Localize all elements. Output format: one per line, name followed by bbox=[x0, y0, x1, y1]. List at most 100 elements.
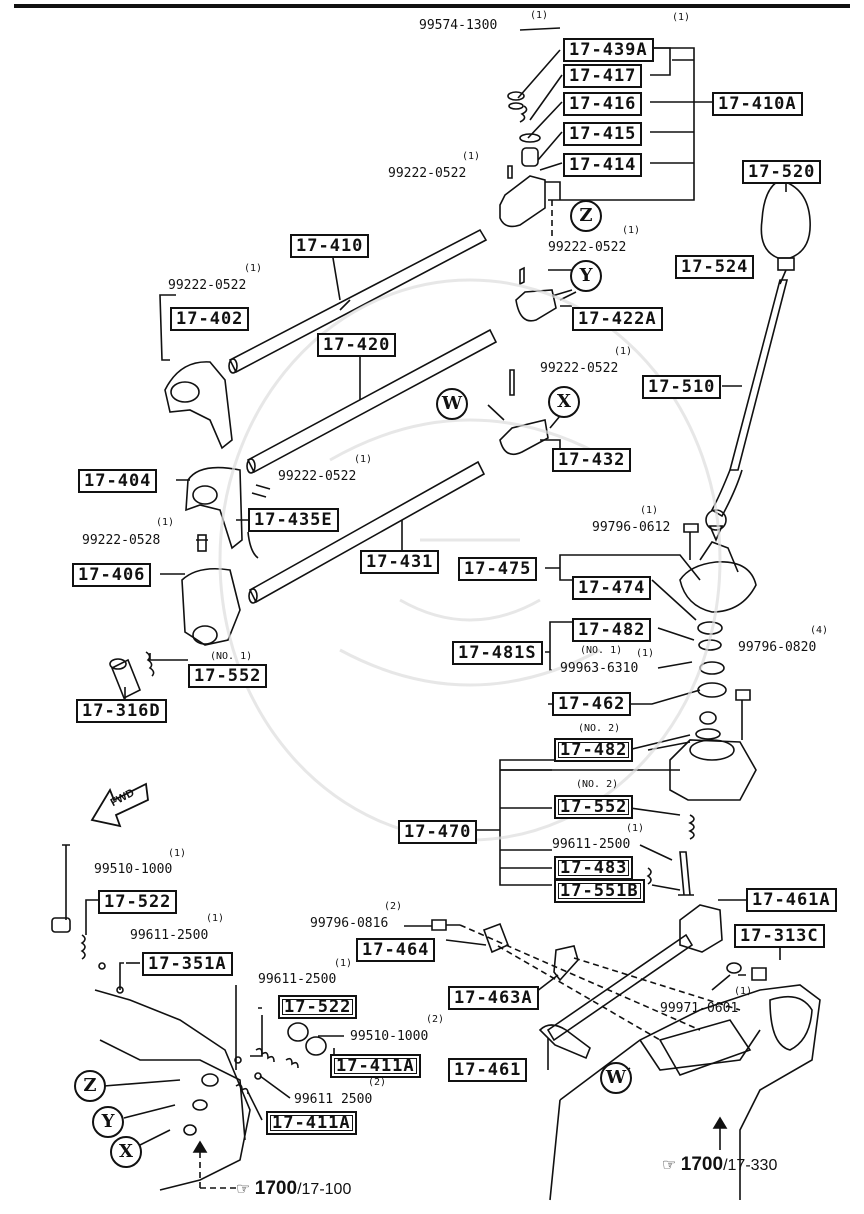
label-17-470[interactable]: 17-470 bbox=[398, 820, 478, 844]
qty-99971-0601: (1) bbox=[734, 986, 753, 997]
qty-99222-0528: (1) bbox=[156, 517, 175, 528]
qty-99611-2500-c: (1) bbox=[334, 958, 353, 969]
part-99510-1000-a[interactable]: 99510-1000 bbox=[94, 862, 173, 877]
label-17-482-a[interactable]: 17-482 bbox=[572, 618, 652, 642]
marker-w-top: W bbox=[436, 388, 468, 420]
qty-99574-1300: (1) bbox=[530, 10, 549, 21]
label-17-411A-a[interactable]: 17-411A bbox=[330, 1054, 421, 1078]
marker-z-top: Z bbox=[570, 200, 602, 232]
qty-99796-0816: (2) bbox=[384, 901, 403, 912]
label-17-435E[interactable]: 17-435E bbox=[248, 508, 339, 532]
qty-99510-1000-b: (2) bbox=[426, 1014, 445, 1025]
reference-right-section: 1700 bbox=[680, 1154, 724, 1175]
qty-99222-0522-d: (1) bbox=[614, 346, 633, 357]
qty-99796-0820: (4) bbox=[810, 625, 829, 636]
label-17-510[interactable]: 17-510 bbox=[642, 375, 722, 399]
label-17-520[interactable]: 17-520 bbox=[742, 160, 822, 184]
label-17-414[interactable]: 17-414 bbox=[563, 153, 643, 177]
label-17-463A[interactable]: 17-463A bbox=[448, 986, 539, 1010]
label-17-439A[interactable]: 17-439A bbox=[563, 38, 654, 62]
label-17-464[interactable]: 17-464 bbox=[356, 938, 436, 962]
reference-right-page: /17-330 bbox=[723, 1157, 778, 1174]
no2-17-552: (NO. 2) bbox=[576, 779, 619, 790]
marker-y-top: Y bbox=[570, 260, 602, 292]
label-17-416[interactable]: 17-416 bbox=[563, 92, 643, 116]
reference-left-section: 1700 bbox=[254, 1178, 298, 1199]
qty-99611-2500-a: (1) bbox=[626, 823, 645, 834]
marker-w-bottom: W bbox=[600, 1062, 632, 1094]
qty-17-439A: (1) bbox=[672, 12, 691, 23]
part-99611-2500-a[interactable]: 99611-2500 bbox=[552, 837, 631, 852]
label-17-461A[interactable]: 17-461A bbox=[746, 888, 837, 912]
qty-99222-0522-a: (1) bbox=[462, 151, 481, 162]
label-17-410A[interactable]: 17-410A bbox=[712, 92, 803, 116]
part-99611-2500-b[interactable]: 99611-2500 bbox=[130, 928, 209, 943]
reference-left-page: /17-100 bbox=[297, 1181, 352, 1198]
reference-right[interactable]: ☞ 1700/17-330 bbox=[662, 1154, 777, 1176]
label-17-481S[interactable]: 17-481S bbox=[452, 641, 543, 665]
part-99611-2500-d[interactable]: 99611 2500 bbox=[294, 1092, 373, 1107]
label-17-522-b[interactable]: 17-522 bbox=[278, 995, 358, 1019]
part-99963-6310[interactable]: 99963-6310 bbox=[560, 661, 639, 676]
label-17-410[interactable]: 17-410 bbox=[290, 234, 370, 258]
part-99971-0601[interactable]: 99971-0601 bbox=[660, 1001, 739, 1016]
marker-x-bottom: X bbox=[110, 1136, 142, 1168]
qty-99222-0522-b: (1) bbox=[622, 225, 641, 236]
part-99574-1300[interactable]: 99574-1300 bbox=[419, 18, 498, 33]
part-99222-0522-c[interactable]: 99222-0522 bbox=[168, 278, 247, 293]
qty-99222-0522-e: (1) bbox=[354, 454, 373, 465]
label-17-462[interactable]: 17-462 bbox=[552, 692, 632, 716]
reference-right-icon: ☞ bbox=[662, 1157, 677, 1174]
marker-x-top: X bbox=[548, 386, 580, 418]
qty-99510-1000-a: (1) bbox=[168, 848, 187, 859]
no1-99963-6310: (NO. 1) bbox=[580, 645, 623, 656]
part-99222-0522-d[interactable]: 99222-0522 bbox=[540, 361, 619, 376]
qty-99963-6310: (1) bbox=[636, 648, 655, 659]
label-17-313C[interactable]: 17-313C bbox=[734, 924, 825, 948]
label-17-482-b[interactable]: 17-482 bbox=[554, 738, 634, 762]
label-17-415[interactable]: 17-415 bbox=[563, 122, 643, 146]
qty-99796-0612: (1) bbox=[640, 505, 659, 516]
label-17-417[interactable]: 17-417 bbox=[563, 64, 643, 88]
label-17-551B[interactable]: 17-551B bbox=[554, 879, 645, 903]
reference-left[interactable]: ☞ 1700/17-100 bbox=[236, 1178, 351, 1200]
label-17-431[interactable]: 17-431 bbox=[360, 550, 440, 574]
part-99222-0528[interactable]: 99222-0528 bbox=[82, 533, 161, 548]
label-17-432[interactable]: 17-432 bbox=[552, 448, 632, 472]
part-99510-1000-b[interactable]: 99510-1000 bbox=[350, 1029, 429, 1044]
label-17-461[interactable]: 17-461 bbox=[448, 1058, 528, 1082]
label-17-422A[interactable]: 17-422A bbox=[572, 307, 663, 331]
qty-99611-2500-d: (2) bbox=[368, 1077, 387, 1088]
marker-z-bottom: Z bbox=[74, 1070, 106, 1102]
part-99222-0522-e[interactable]: 99222-0522 bbox=[278, 469, 357, 484]
part-99796-0816[interactable]: 99796-0816 bbox=[310, 916, 389, 931]
label-17-475[interactable]: 17-475 bbox=[458, 557, 538, 581]
label-17-411A-b[interactable]: 17-411A bbox=[266, 1111, 357, 1135]
qty-99611-2500-b: (1) bbox=[206, 913, 225, 924]
label-17-404[interactable]: 17-404 bbox=[78, 469, 158, 493]
no2-17-482: (NO. 2) bbox=[578, 723, 621, 734]
part-99796-0820[interactable]: 99796-0820 bbox=[738, 640, 817, 655]
label-17-406[interactable]: 17-406 bbox=[72, 563, 152, 587]
label-17-474[interactable]: 17-474 bbox=[572, 576, 652, 600]
label-17-522-a[interactable]: 17-522 bbox=[98, 890, 178, 914]
part-99796-0612[interactable]: 99796-0612 bbox=[592, 520, 671, 535]
reference-left-icon: ☞ bbox=[236, 1181, 251, 1198]
top-border-rule bbox=[14, 4, 850, 8]
label-17-420[interactable]: 17-420 bbox=[317, 333, 397, 357]
marker-y-bottom: Y bbox=[92, 1106, 124, 1138]
part-99222-0522-a[interactable]: 99222-0522 bbox=[388, 166, 467, 181]
label-17-402[interactable]: 17-402 bbox=[170, 307, 250, 331]
label-17-483[interactable]: 17-483 bbox=[554, 856, 634, 880]
qty-99222-0522-c: (1) bbox=[244, 263, 263, 274]
label-17-316D[interactable]: 17-316D bbox=[76, 699, 167, 723]
no1-17-552: (NO. 1) bbox=[210, 651, 253, 662]
part-99611-2500-c[interactable]: 99611-2500 bbox=[258, 972, 337, 987]
part-99222-0522-b[interactable]: 99222-0522 bbox=[548, 240, 627, 255]
label-17-552-a[interactable]: 17-552 bbox=[188, 664, 268, 688]
label-17-524[interactable]: 17-524 bbox=[675, 255, 755, 279]
label-17-552-b[interactable]: 17-552 bbox=[554, 795, 634, 819]
label-17-351A[interactable]: 17-351A bbox=[142, 952, 233, 976]
